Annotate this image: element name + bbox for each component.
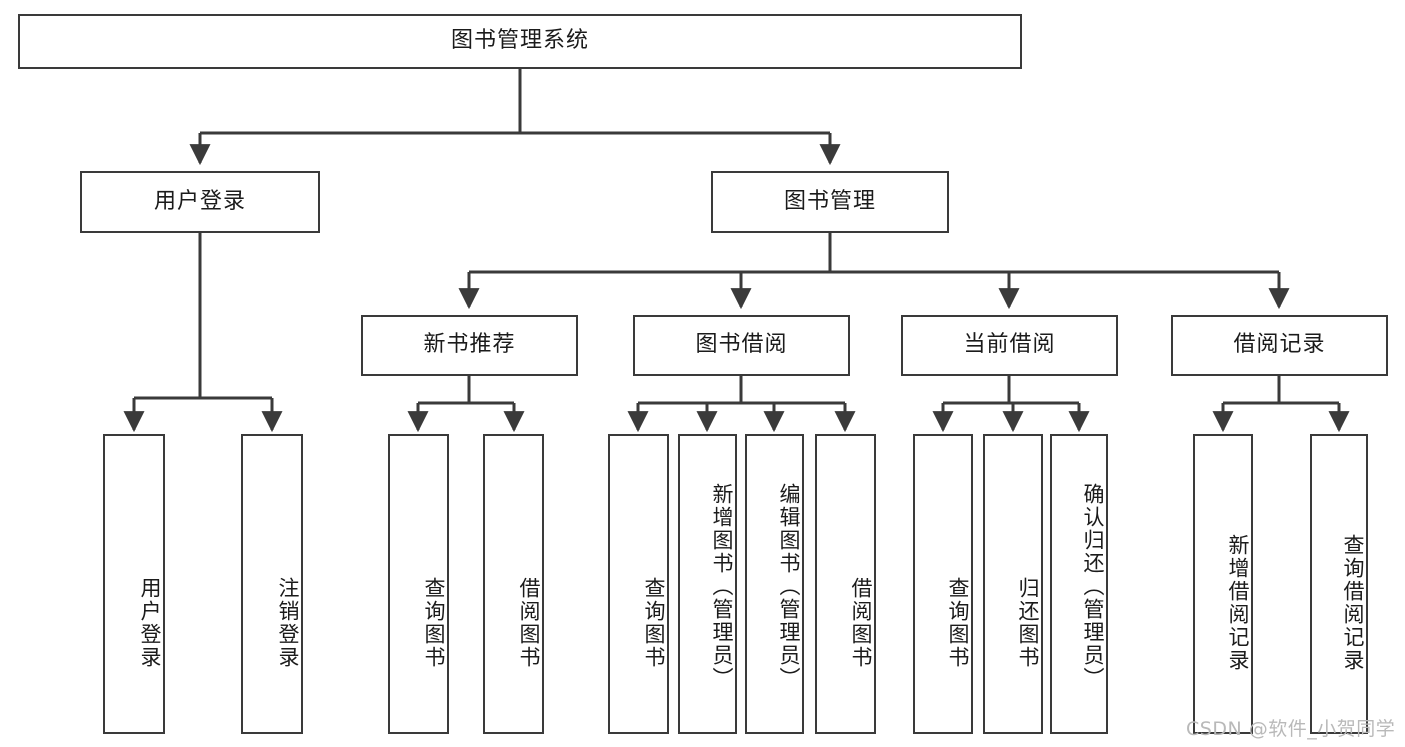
leaf-logout-login-label: 注销登录 xyxy=(276,577,300,669)
leaf-query-book-3[interactable]: 查询图书 xyxy=(913,434,973,734)
node-current-borrow[interactable]: 当前借阅 xyxy=(901,315,1118,376)
leaf-borrow-book-2-label: 借阅图书 xyxy=(849,577,873,669)
leaf-borrow-book-1-label: 借阅图书 xyxy=(517,577,541,669)
leaf-add-book[interactable]: 新增图书（管理员） xyxy=(678,434,737,734)
leaf-user-login[interactable]: 用户登录 xyxy=(103,434,165,734)
node-root[interactable]: 图书管理系统 xyxy=(18,14,1022,69)
leaf-logout-login[interactable]: 注销登录 xyxy=(241,434,303,734)
leaf-confirm-return[interactable]: 确认归还（管理员） xyxy=(1050,434,1108,734)
node-book-manage-label: 图书管理 xyxy=(783,188,876,214)
leaf-query-book-2[interactable]: 查询图书 xyxy=(608,434,669,734)
leaf-borrow-book-2[interactable]: 借阅图书 xyxy=(815,434,876,734)
node-borrow-record[interactable]: 借阅记录 xyxy=(1171,315,1388,376)
leaf-confirm-return-label: 确认归还（管理员） xyxy=(1081,482,1105,690)
node-borrow-record-label: 借阅记录 xyxy=(1233,332,1326,358)
node-book-borrow[interactable]: 图书借阅 xyxy=(633,315,850,376)
leaf-query-record[interactable]: 查询借阅记录 xyxy=(1310,434,1368,734)
leaf-borrow-book-1[interactable]: 借阅图书 xyxy=(483,434,544,734)
node-new-book-recommend[interactable]: 新书推荐 xyxy=(361,315,578,376)
leaf-add-record[interactable]: 新增借阅记录 xyxy=(1193,434,1253,734)
node-book-borrow-label: 图书借阅 xyxy=(695,332,788,358)
leaf-edit-book-label: 编辑图书（管理员） xyxy=(777,482,801,690)
leaf-query-book-2-label: 查询图书 xyxy=(642,577,666,669)
leaf-query-record-label: 查询借阅记录 xyxy=(1341,534,1365,672)
leaf-user-login-label: 用户登录 xyxy=(138,577,162,669)
node-new-book-recommend-label: 新书推荐 xyxy=(423,332,516,358)
node-book-manage[interactable]: 图书管理 xyxy=(711,171,949,233)
node-root-label: 图书管理系统 xyxy=(450,28,589,54)
node-user-login-label: 用户登录 xyxy=(153,188,246,214)
node-current-borrow-label: 当前借阅 xyxy=(963,332,1056,358)
leaf-add-record-label: 新增借阅记录 xyxy=(1226,534,1250,672)
leaf-query-book-1[interactable]: 查询图书 xyxy=(388,434,449,734)
leaf-query-book-1-label: 查询图书 xyxy=(422,577,446,669)
leaf-return-book[interactable]: 归还图书 xyxy=(983,434,1043,734)
leaf-edit-book[interactable]: 编辑图书（管理员） xyxy=(745,434,804,734)
leaf-add-book-label: 新增图书（管理员） xyxy=(710,482,734,690)
leaf-return-book-label: 归还图书 xyxy=(1016,577,1040,669)
node-user-login[interactable]: 用户登录 xyxy=(80,171,320,233)
csdn-watermark: CSDN @软件_小贺同学 xyxy=(1186,718,1396,740)
leaf-query-book-3-label: 查询图书 xyxy=(946,577,970,669)
